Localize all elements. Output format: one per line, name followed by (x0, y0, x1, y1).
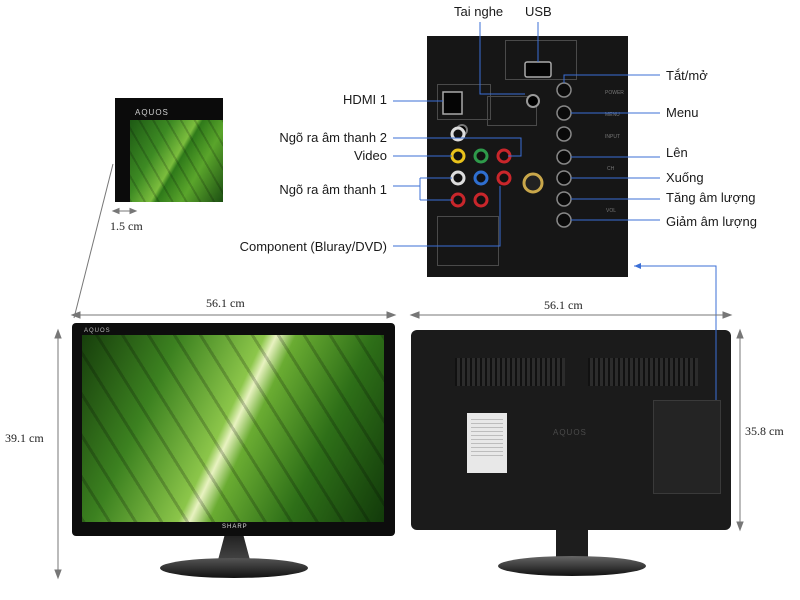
ch-down-button (556, 170, 572, 186)
callout-audio-out-2 (393, 137, 522, 157)
label-vol-up: Tăng âm lượng (666, 190, 756, 205)
rear-stand-base (498, 556, 646, 576)
front-width-arrow-left (70, 311, 81, 319)
label-power: Tắt/mở (666, 68, 708, 83)
antenna-port (522, 172, 544, 194)
rca-audio1-white (450, 170, 466, 186)
rca-audio1-red (450, 192, 466, 208)
label-down: Xuống (666, 170, 704, 185)
front-screen (82, 335, 384, 522)
rear-label-sticker (467, 413, 507, 473)
label-menu: Menu (666, 105, 699, 120)
rca-video-yellow (450, 148, 466, 164)
panel-text-vol: VOL (606, 208, 617, 214)
hdmi-frame (437, 84, 491, 120)
headphone-frame (487, 96, 537, 126)
front-height-arrow-top (54, 328, 62, 339)
label-video: Video (353, 148, 387, 163)
bezel-arrow-right (129, 207, 138, 215)
bezel-brand-label: AQUOS (135, 108, 169, 117)
usb-frame (505, 40, 577, 80)
front-width-label: 56.1 cm (206, 296, 245, 310)
component-frame (437, 216, 499, 266)
callout-power (563, 74, 660, 83)
bezel-closeup: AQUOS (115, 98, 223, 202)
rear-vent-left (455, 358, 565, 386)
bezel-pointer-line (73, 163, 114, 319)
callout-component (393, 186, 501, 247)
ch-up-button (556, 149, 572, 165)
rca-component-green (473, 148, 489, 164)
power-button (556, 82, 572, 98)
panel-link-arrow (634, 263, 641, 269)
hdmi-port (442, 91, 463, 115)
label-vol-down: Giảm âm lượng (666, 214, 757, 229)
vol-down-button (556, 212, 572, 228)
front-height-arrow-bottom (54, 569, 62, 580)
callout-panel-link (634, 265, 717, 400)
rear-model-label: AQUOS (553, 428, 587, 437)
rca-audio2-white (450, 126, 466, 142)
panel-text-power: POWER (605, 90, 624, 96)
panel-text-ch: CH (607, 166, 615, 172)
rear-vent-right (588, 358, 698, 386)
label-component: Component (Bluray/DVD) (239, 239, 387, 254)
menu-button (556, 105, 572, 121)
label-tai-nghe: Tai nghe (454, 4, 504, 19)
label-audio-out-2: Ngõ ra âm thanh 2 (279, 130, 387, 145)
label-hdmi: HDMI 1 (342, 92, 387, 107)
back-height-arrow-top (736, 328, 744, 339)
front-maker-logo: SHARP (222, 524, 248, 530)
front-height-label: 39.1 cm (5, 431, 44, 445)
bezel-screen (130, 120, 223, 202)
panel-text-input: INPUT (605, 134, 620, 140)
back-width-arrow-right (722, 311, 733, 319)
back-width-arrow-left (409, 311, 420, 319)
input-button (556, 126, 572, 142)
rca-component-blue (473, 170, 489, 186)
back-height-label: 35.8 cm (745, 424, 784, 438)
panel-text-menu: MENU (605, 112, 620, 118)
label-usb: USB (525, 4, 552, 19)
label-audio-out-1: Ngõ ra âm thanh 1 (279, 182, 387, 197)
front-width-arrow-right (386, 311, 397, 319)
tv-front-view: AQUOS SHARP (72, 323, 395, 536)
label-up: Lên (666, 145, 688, 160)
usb-port (524, 61, 552, 78)
rca-audio1-red-2 (473, 192, 489, 208)
back-height-arrow-bottom (736, 521, 744, 532)
front-model-label: AQUOS (84, 328, 111, 334)
headphone-jack (526, 94, 540, 108)
front-stand-base (160, 558, 308, 578)
back-width-label: 56.1 cm (544, 298, 583, 312)
vol-up-button (556, 191, 572, 207)
callout-tai-nghe (479, 22, 525, 95)
rear-port-panel (653, 400, 721, 494)
bezel-arrow-left (111, 207, 120, 215)
rca-component-red (496, 170, 512, 186)
bezel-dimension: 1.5 cm (110, 219, 143, 233)
